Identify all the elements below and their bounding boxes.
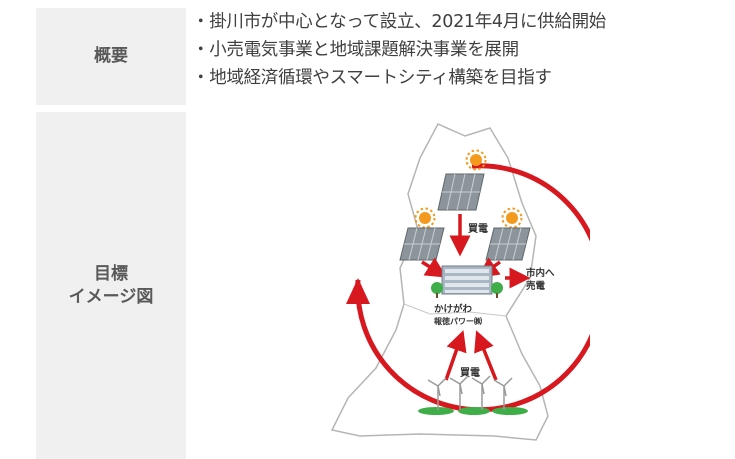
- goal-image-diagram: 買電 市内へ 売電 かけがわ 報徳パワー㈱ 買電: [330, 123, 590, 441]
- overview-label-cell: 概要: [36, 8, 186, 105]
- sell-label-line1: 市内へ: [526, 267, 555, 279]
- sun-icon: [501, 207, 523, 229]
- overview-bullet-3: ・地域経済循環やスマートシティ構築を目指す: [192, 68, 552, 88]
- city-map-outline: [330, 123, 549, 441]
- tree-icon: [491, 282, 503, 298]
- goal-label-cell: 目標 イメージ図: [36, 112, 186, 459]
- sun-icon: [414, 207, 436, 229]
- solar-panel-icon: [485, 227, 531, 261]
- wind-turbine-icon: [427, 377, 447, 410]
- overview-label: 概要: [94, 46, 128, 67]
- buy-arrow-left: [421, 257, 447, 278]
- buy-arrow-bottom-left: [444, 330, 467, 381]
- wind-turbine-icon: [471, 375, 491, 410]
- circular-arrow: [355, 163, 590, 413]
- wind-turbine-icon: [449, 375, 469, 410]
- overview-bullet-list: ・掛川市が中心となって設立、2021年4月に供給開始 ・小売電気事業と地域課題解…: [192, 8, 732, 92]
- overview-bullet-1: ・掛川市が中心となって設立、2021年4月に供給開始: [192, 12, 606, 32]
- goal-label-line2: イメージ図: [68, 286, 154, 307]
- company-name-line1: かけがわ: [434, 303, 473, 315]
- solar-panel-icon: [437, 173, 485, 211]
- buy-arrow-bottom-right: [474, 330, 498, 381]
- circular-arrowhead-icon: [346, 278, 370, 304]
- buy-label-top: 買電: [468, 223, 488, 235]
- solar-panel-icon: [399, 227, 445, 261]
- goal-label-line1: 目標: [94, 263, 128, 284]
- building-icon: [441, 265, 493, 295]
- grass-patch: [458, 407, 490, 415]
- tree-icon: [431, 282, 443, 298]
- wind-turbine-icon: [493, 377, 513, 410]
- sun-icon: [465, 149, 487, 171]
- grass-patch: [418, 407, 454, 415]
- company-name-line2: 報徳パワー㈱: [434, 316, 482, 326]
- sell-label-line2: 売電: [526, 280, 546, 292]
- grass-patch: [492, 407, 528, 415]
- overview-bullet-2: ・小売電気事業と地域課題解決事業を展開: [192, 40, 519, 60]
- buy-label-bottom: 買電: [460, 367, 480, 379]
- city-map-inner-line: [403, 303, 507, 317]
